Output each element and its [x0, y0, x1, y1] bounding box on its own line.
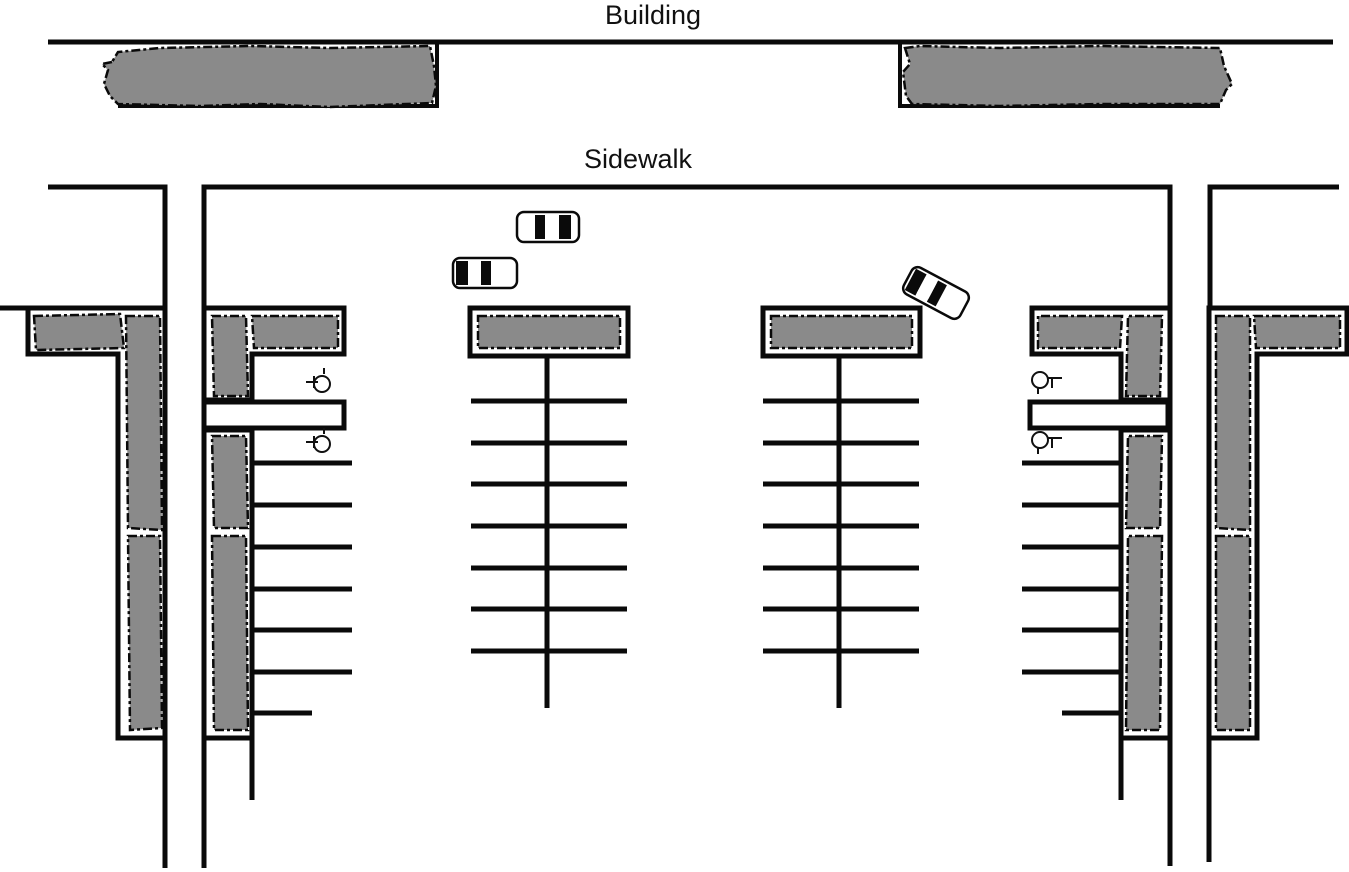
accessible-aisle-right: [1027, 399, 1171, 431]
building-planter-right: [898, 42, 1234, 108]
car-moving-right: [515, 210, 581, 244]
stall-lines-left: [252, 460, 352, 716]
island-center-left: [467, 305, 631, 708]
car-turning: [901, 265, 971, 321]
sidewalk-edge-center: [201, 184, 1173, 310]
planter-left-outer: [0, 305, 168, 741]
planter-right-inner: [1027, 305, 1173, 800]
island-center-right: [760, 305, 923, 708]
planter-right-outer: [1206, 305, 1349, 741]
accessible-aisle-left: [201, 399, 347, 431]
wheelchair-icon: [306, 368, 331, 393]
stall-lines-right: [1022, 460, 1121, 716]
building-label: Building: [605, 0, 701, 30]
sidewalk-edge-left: [48, 184, 168, 310]
sidewalk-label: Sidewalk: [584, 144, 693, 174]
building-planter-left: [99, 42, 439, 109]
wheelchair-icon: [1031, 431, 1062, 454]
planter-left-inner: [201, 305, 347, 800]
sidewalk-edge-right: [1207, 184, 1339, 310]
wheelchair-icon: [306, 428, 331, 453]
wheelchair-icon: [1031, 371, 1062, 394]
car-moving-left: [451, 256, 519, 290]
